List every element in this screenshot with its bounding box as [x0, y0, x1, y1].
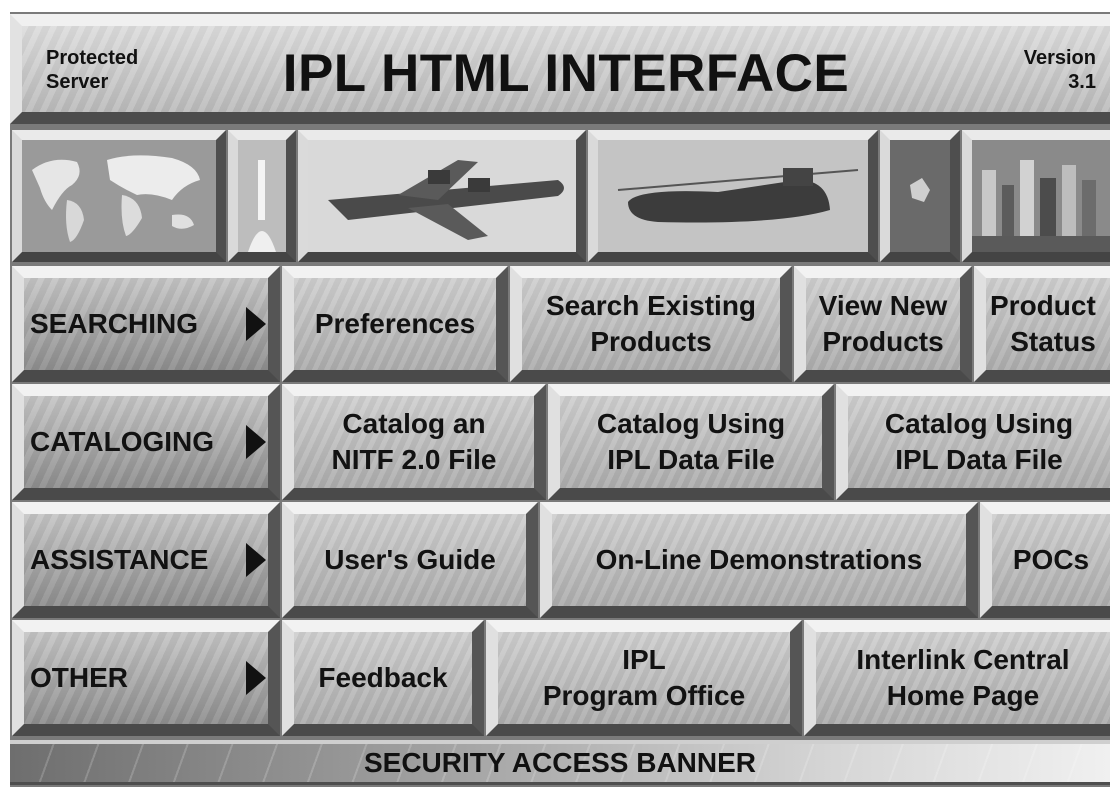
aerial-terrain-image	[880, 130, 960, 262]
preferences-button[interactable]: Preferences	[282, 266, 508, 382]
city-skyline-image	[962, 130, 1110, 262]
assistance-category-button[interactable]: ASSISTANCE	[12, 502, 280, 618]
world-map-image	[12, 130, 226, 262]
triangle-right-icon	[246, 661, 266, 695]
page-header: Protected Server IPL HTML INTERFACE Vers…	[10, 14, 1110, 124]
rocket-launch-image	[228, 130, 296, 262]
triangle-right-icon	[246, 543, 266, 577]
helicopter-image	[588, 130, 878, 262]
assistance-label: ASSISTANCE	[30, 544, 209, 575]
cataloging-category-button[interactable]: CATALOGING	[12, 384, 280, 500]
security-banner-label: SECURITY ACCESS BANNER	[363, 747, 757, 778]
server-status-label: Protected Server	[46, 47, 139, 93]
other-category-button[interactable]: OTHER	[12, 620, 280, 736]
pocs-button[interactable]: POCs	[980, 502, 1110, 618]
triangle-right-icon	[246, 425, 266, 459]
patrol-aircraft-image	[298, 130, 586, 262]
searching-label: SEARCHING	[30, 308, 199, 339]
version-label: Version 3.1	[1023, 47, 1096, 93]
security-access-banner[interactable]: SECURITY ACCESS BANNER	[10, 740, 1110, 785]
other-label: OTHER	[30, 662, 128, 693]
page-title: IPL HTML INTERFACE	[282, 44, 850, 103]
online-demonstrations-button[interactable]: On-Line Demonstrations	[540, 502, 978, 618]
cataloging-label: CATALOGING	[30, 426, 215, 457]
feedback-button[interactable]: Feedback	[282, 620, 484, 736]
searching-category-button[interactable]: SEARCHING	[12, 266, 280, 382]
triangle-right-icon	[246, 307, 266, 341]
users-guide-button[interactable]: User's Guide	[282, 502, 538, 618]
